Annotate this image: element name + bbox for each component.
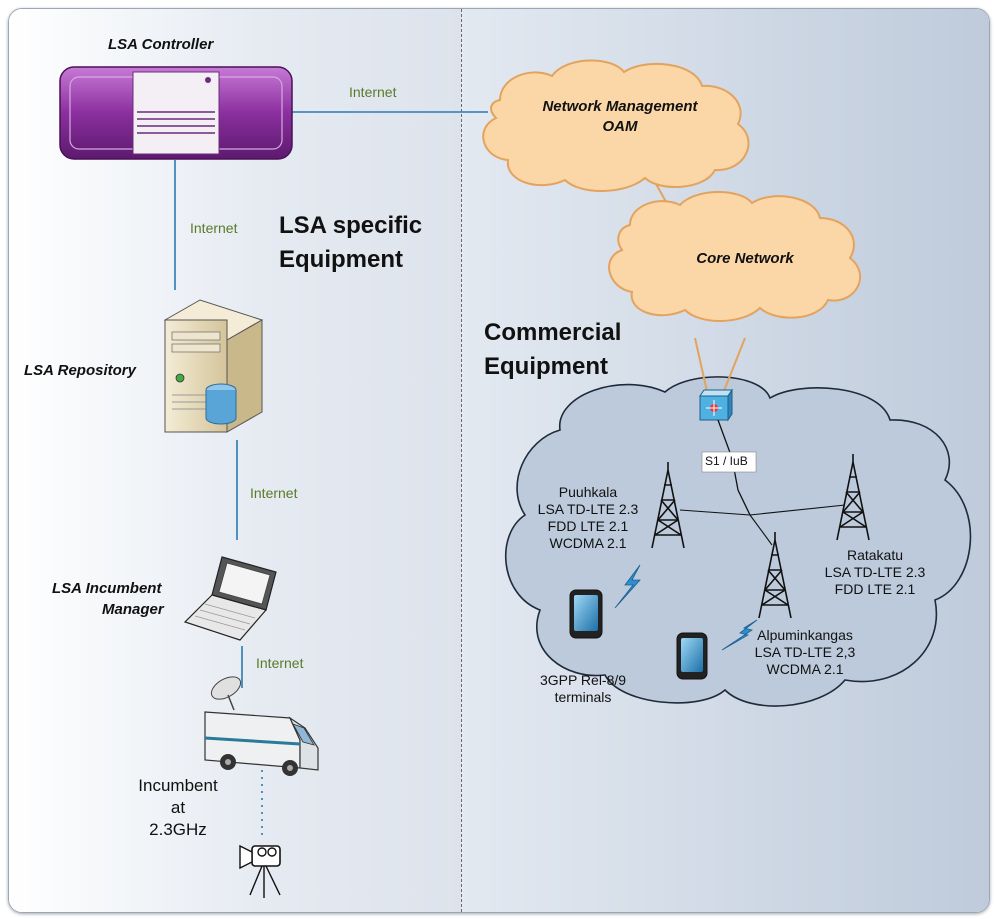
internet-label: Internet	[250, 485, 298, 501]
core-link-left	[694, 337, 709, 397]
incumbent-line: at	[170, 798, 186, 817]
internet-label: Internet	[256, 655, 304, 671]
site-line: WCDMA 2.1	[549, 535, 627, 551]
incumbent-line: Incumbent	[138, 776, 218, 795]
incumbent-line: 2.3GHz	[149, 820, 207, 839]
site-puuhkala-label: Puuhkala LSA TD-LTE 2.3 FDD LTE 2.1 WCDM…	[530, 484, 646, 552]
incumbent-manager-label-line1: LSA Incumbent	[52, 580, 162, 597]
lsa-specific-heading-line2: Equipment	[279, 246, 403, 273]
backhaul-s1-line	[717, 419, 751, 516]
backhaul-to-alpuminkangas	[749, 514, 773, 546]
internet-label: Internet	[349, 84, 397, 100]
lsa-controller-icon	[59, 66, 293, 160]
nm-cloud-label-line2: OAM	[602, 118, 638, 135]
site-line: Puuhkala	[558, 484, 618, 500]
internet-label: Internet	[190, 220, 238, 236]
site-line: FDD LTE 2.1	[834, 581, 916, 597]
commercial-heading-line1: Commercial	[484, 319, 622, 346]
site-line: LSA TD-LTE 2.3	[537, 501, 639, 517]
switch-icon	[699, 388, 733, 422]
network-management-cloud	[482, 59, 750, 192]
tower-ratakatu-icon	[836, 454, 870, 541]
radio-access-cloud	[504, 376, 972, 707]
site-alpuminkangas-label: Alpuminkangas LSA TD-LTE 2,3 WCDMA 2.1	[735, 627, 875, 678]
core-network-label: Core Network	[696, 250, 794, 267]
core-link-right	[721, 337, 746, 397]
lsa-repository-icon	[163, 299, 264, 433]
controller-label: LSA Controller	[108, 36, 214, 53]
site-line: LSA TD-LTE 2.3	[824, 564, 926, 580]
s1-iub-label: S1 / IuB	[705, 454, 748, 468]
terminals-line: 3GPP Rel-8/9	[539, 672, 627, 688]
phone-icon	[569, 589, 603, 639]
laptop-icon	[183, 556, 277, 641]
zone-divider	[461, 9, 462, 912]
s1-label-box	[701, 451, 757, 473]
broadcast-van-icon	[204, 676, 319, 776]
repository-label: LSA Repository	[24, 362, 136, 379]
site-line: FDD LTE 2.1	[547, 518, 629, 534]
site-ratakatu-label: Ratakatu LSA TD-LTE 2.3 FDD LTE 2.1	[815, 547, 935, 598]
incumbent-label: Incumbent at 2.3GHz	[130, 775, 226, 841]
site-line: WCDMA 2.1	[766, 661, 844, 677]
lsa-specific-heading-line1: LSA specific	[279, 212, 423, 239]
terminals-label: 3GPP Rel-8/9 terminals	[527, 672, 639, 706]
wireless-signal-icon	[614, 564, 641, 609]
incumbent-manager-label-line2: Manager	[102, 601, 164, 618]
backhaul-to-puuhkala	[679, 509, 751, 516]
commercial-heading-line2: Equipment	[484, 353, 608, 380]
site-line: LSA TD-LTE 2,3	[754, 644, 856, 660]
backhaul-to-ratakatu	[749, 504, 846, 516]
terminals-line: terminals	[554, 689, 612, 705]
wireless-signal-icon	[721, 619, 758, 651]
camera-icon	[239, 844, 281, 898]
tower-puuhkala-icon	[651, 462, 685, 549]
phone-icon	[676, 632, 708, 680]
site-line: Ratakatu	[846, 547, 904, 563]
tower-alpuminkangas-icon	[758, 532, 792, 619]
core-network-cloud	[608, 191, 862, 322]
site-line: Alpuminkangas	[757, 627, 853, 643]
nm-cloud-label-line1: Network Management	[542, 98, 698, 115]
